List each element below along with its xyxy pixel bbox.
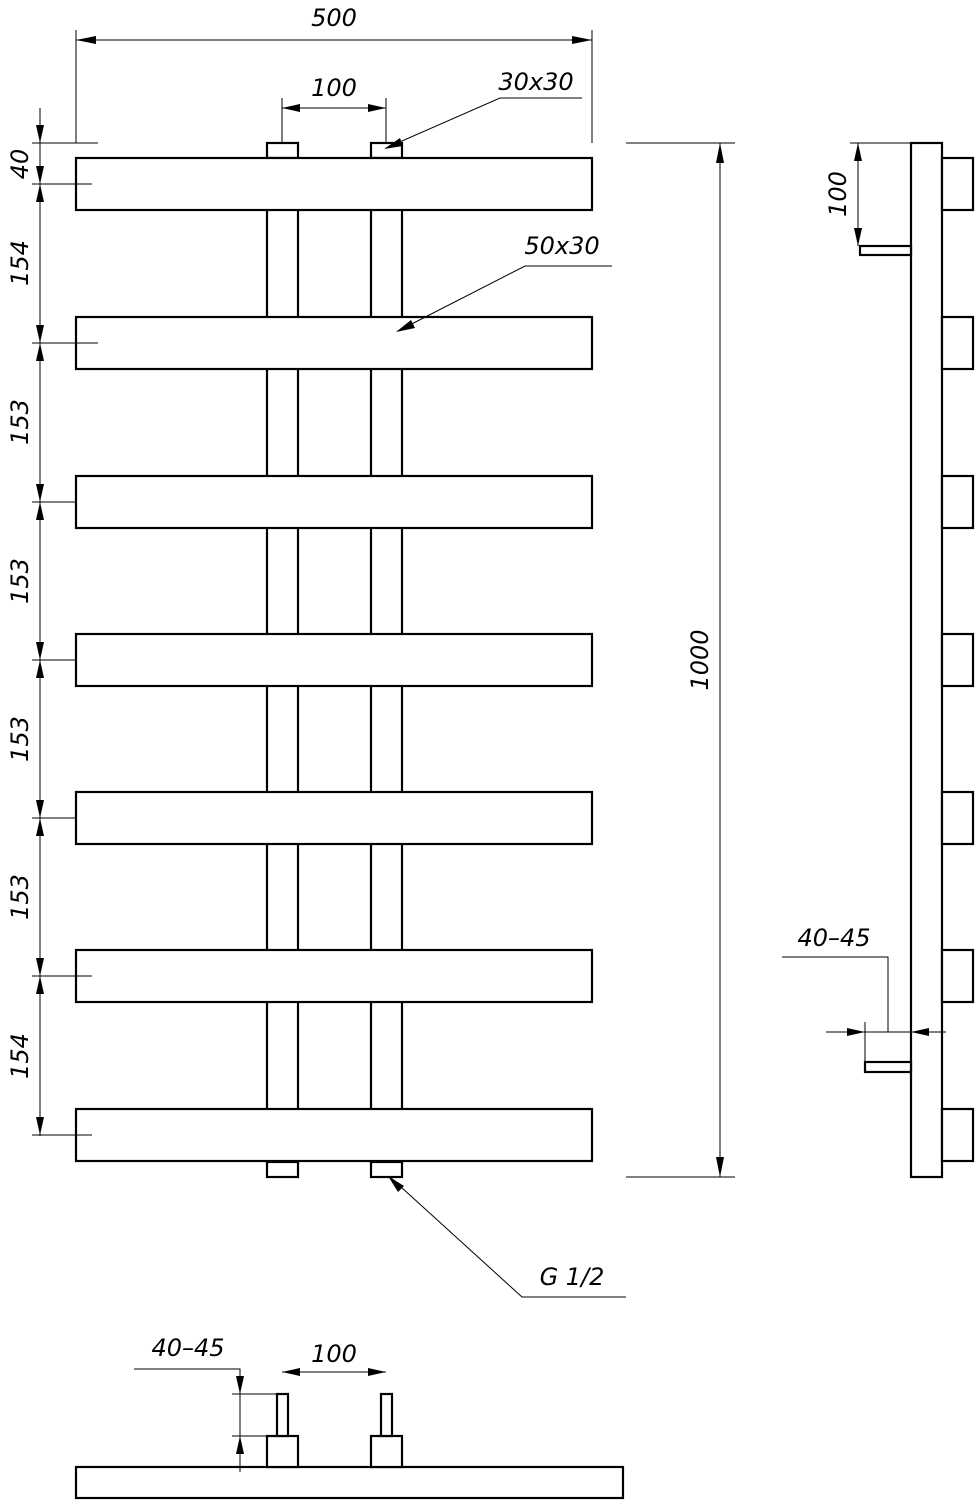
- left-pipe-top-cap: [265, 141, 300, 160]
- pipe-size-label: 30x30: [498, 68, 573, 96]
- side-rail-2: [940, 315, 975, 371]
- dimension-pipe-spacing: 100: [281, 74, 387, 143]
- side-rail-4: [940, 632, 975, 688]
- rail-7: [74, 1107, 594, 1163]
- side-top-bracket: [858, 244, 913, 257]
- dimension-overall-height: 1000: [626, 142, 735, 1178]
- bracket-offset-label: 100: [824, 171, 852, 217]
- spacing-label-5: 153: [6, 874, 34, 920]
- bottom-pipe-spacing-label: 100: [311, 1340, 357, 1368]
- side-rail-6: [940, 948, 975, 1004]
- front-view: 500 100 30x30 50x30: [6, 4, 735, 1298]
- side-rail-5: [940, 790, 975, 846]
- dimension-side-wall-distance: 40–45: [782, 924, 946, 1062]
- bottom-rail: [74, 1465, 625, 1500]
- leader-connection-thread: G 1/2: [388, 1176, 626, 1298]
- dimension-bracket-offset: 100: [824, 142, 911, 246]
- rail-3: [74, 474, 594, 530]
- spacing-label-1: 154: [6, 240, 34, 286]
- rail-1: [74, 156, 594, 212]
- left-pipe-bottom-connection: [265, 1160, 300, 1179]
- rail-4: [74, 632, 594, 688]
- side-rail-1: [940, 156, 975, 212]
- top-offset-label: 40: [6, 149, 34, 180]
- bottom-view: 40–45 100: [74, 1334, 625, 1500]
- spacing-label-3: 153: [6, 558, 34, 604]
- rail-5: [74, 790, 594, 846]
- side-view: 100 40–45: [782, 141, 975, 1179]
- spacing-label-4: 153: [6, 716, 34, 762]
- rail-6: [74, 948, 594, 1004]
- right-pipe-bottom-connection: [369, 1160, 404, 1179]
- dimension-bottom-wall-distance: 40–45: [134, 1334, 278, 1472]
- bottom-wall-distance-label: 40–45: [151, 1334, 224, 1362]
- dimension-bottom-pipe-spacing: 100: [282, 1340, 386, 1376]
- bottom-left-bracket: [275, 1392, 290, 1438]
- leader-pipe-size: 30x30: [384, 68, 582, 149]
- dimension-overall-width: 500: [75, 4, 593, 143]
- rail-2: [74, 315, 594, 371]
- side-rail-7: [940, 1107, 975, 1163]
- pipe-spacing-label: 100: [311, 74, 357, 102]
- bottom-right-pipe: [369, 1434, 404, 1469]
- leader-rail-size: 50x30: [396, 232, 612, 332]
- bottom-left-pipe: [265, 1434, 300, 1469]
- overall-height-label: 1000: [686, 629, 714, 690]
- side-wall-distance-label: 40–45: [797, 924, 870, 952]
- overall-width-label: 500: [311, 4, 357, 32]
- spacing-label-2: 153: [6, 399, 34, 445]
- side-pipe: [909, 141, 944, 1179]
- rail-size-label: 50x30: [524, 232, 599, 260]
- side-bottom-bracket: [863, 1060, 913, 1074]
- connection-thread-label: G 1/2: [540, 1263, 605, 1291]
- bottom-right-bracket: [379, 1392, 394, 1438]
- side-rail-3: [940, 474, 975, 530]
- dimension-chain-left: 40 154 153 153 153 153 154: [6, 108, 98, 1136]
- spacing-label-6: 154: [6, 1033, 34, 1079]
